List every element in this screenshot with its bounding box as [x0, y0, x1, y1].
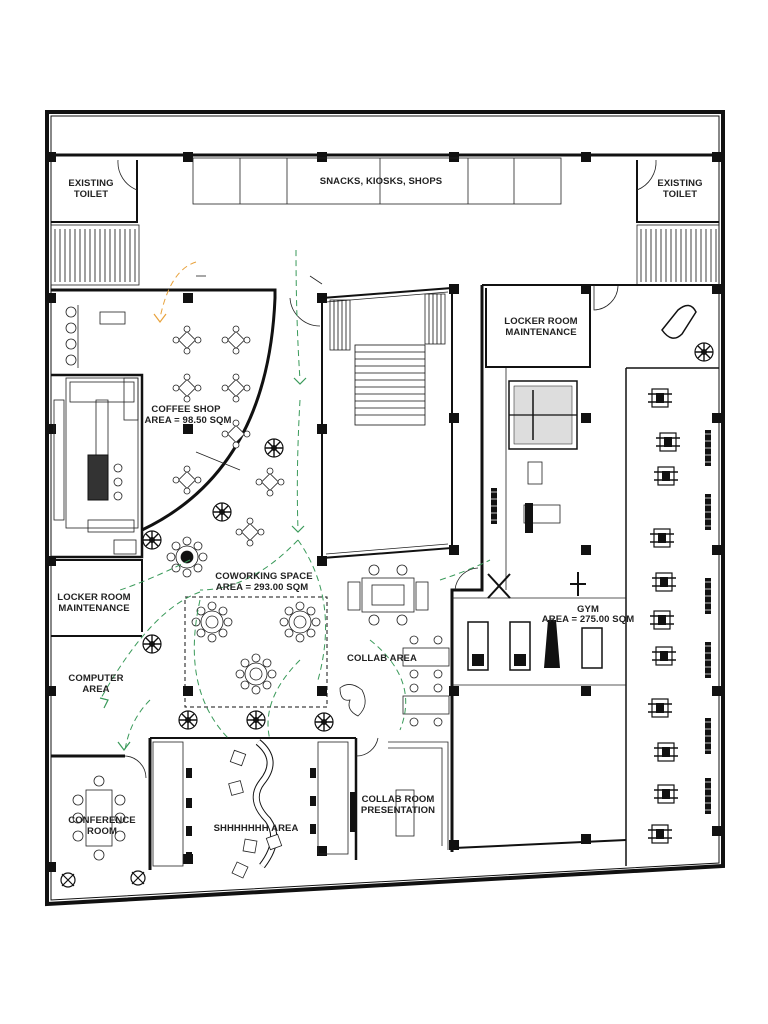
central-atrium	[321, 286, 453, 560]
collab-area-furniture	[347, 564, 450, 727]
tree-icon	[142, 342, 714, 732]
staircase-icon	[333, 294, 442, 426]
circulation-arrow-icon	[99, 249, 491, 751]
collab-area-label: COLLAB AREA	[347, 653, 417, 664]
structural-columns	[46, 152, 722, 872]
ping-pong-table-icon	[508, 380, 578, 450]
shhh-area-label: SHHHHHHH AREA	[214, 823, 299, 834]
treadmill-icon	[467, 620, 603, 671]
collab-room-furniture	[350, 741, 449, 850]
snacks-kiosks-shops-label: SNACKS, KIOSKS, SHOPS	[320, 176, 442, 187]
top-band-walls	[50, 157, 720, 286]
annotation-notes	[195, 275, 323, 471]
building-outline	[45, 110, 725, 907]
coworking-furniture	[166, 536, 366, 717]
staircase-icon	[54, 229, 717, 282]
conference-table	[72, 775, 126, 861]
door-swing-icon	[124, 285, 619, 779]
exit-marker-icon	[60, 870, 146, 888]
interior-walls	[51, 284, 719, 870]
phone-booth-icon	[661, 304, 697, 339]
shhh-area-furniture	[152, 739, 349, 879]
kitchen-counter	[53, 377, 139, 555]
coffee-shop-furniture	[65, 305, 285, 547]
gym-equipment	[487, 461, 586, 599]
